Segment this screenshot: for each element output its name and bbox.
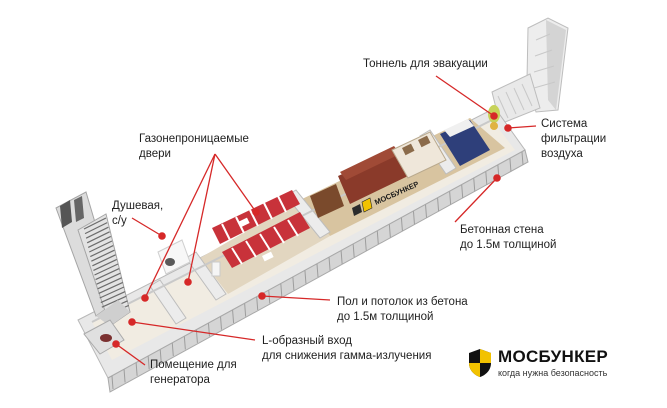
stair-step	[85, 226, 109, 239]
wall-pillar	[147, 356, 150, 370]
marker-generator	[112, 340, 120, 348]
stair-step	[98, 281, 124, 294]
bunk-beds	[212, 190, 310, 268]
wall-pillar	[328, 257, 331, 271]
wall-pillar	[171, 343, 174, 357]
wall-pillar	[364, 237, 367, 251]
wall-pillar	[352, 244, 355, 258]
stair-step	[100, 291, 126, 304]
stair-step	[95, 268, 120, 281]
label-generator-room: Помещение для генератора	[150, 359, 237, 386]
marker-door-3	[252, 208, 260, 216]
stair-step	[92, 254, 116, 267]
brand-tagline: когда нужна безопасность	[498, 368, 608, 378]
stair-step	[93, 258, 118, 271]
wall-pillar	[244, 303, 247, 317]
leader-lines	[115, 75, 537, 366]
wall-pillar	[111, 375, 114, 390]
stair-step	[90, 245, 114, 258]
wall-pillar	[425, 204, 428, 218]
stair-step	[88, 240, 113, 253]
wall-pillar	[123, 369, 126, 383]
wall-pillar	[509, 158, 512, 172]
stair-step	[94, 263, 119, 276]
wall-pillar	[521, 151, 524, 166]
marker-door-1	[184, 278, 192, 286]
wall-pillar	[159, 349, 162, 363]
wall-pillar	[280, 283, 283, 297]
wall-pillar	[485, 171, 488, 185]
label-l-entrance: L-образный вход для снижения гамма-излуч…	[262, 335, 432, 362]
wall-pillar	[437, 198, 440, 212]
wall-pillar	[232, 310, 235, 324]
marker-entrance	[128, 318, 136, 326]
wall-pillar	[449, 191, 452, 205]
wall-pillar	[400, 217, 403, 231]
label-gastight-doors: Газонепроницаемые двери	[139, 133, 249, 160]
wall-pillar	[256, 296, 259, 310]
wall-pillar	[220, 316, 223, 330]
shield-icon	[469, 349, 491, 377]
stair-step	[97, 277, 122, 290]
stair-step	[87, 235, 112, 248]
stair-step	[101, 295, 127, 308]
wall-pillar	[304, 270, 307, 284]
wall-pillar	[207, 323, 210, 337]
stair-step	[86, 231, 110, 244]
brand-logo: МОСБУНКЕР когда нужна безопасность	[468, 346, 658, 386]
label-shower-wc: Душевая, с/у	[112, 200, 164, 227]
wall-pillar	[135, 362, 138, 376]
marker-wall	[493, 174, 501, 182]
stair-step	[84, 222, 108, 235]
wall-pillar	[183, 336, 186, 350]
marker-filter	[504, 124, 512, 132]
wall-pillar	[376, 231, 379, 245]
evacuation-tunnel	[491, 17, 569, 125]
marker-door-2	[141, 294, 149, 302]
l-shaped-entrance	[55, 191, 131, 327]
stair-step	[83, 217, 107, 230]
markers	[112, 112, 512, 348]
wall-pillar	[388, 224, 391, 238]
wall-pillar	[461, 184, 464, 198]
label-air-filtration: Система фильтрации воздуха	[541, 118, 607, 160]
label-floor-ceiling: Пол и потолок из бетона до 1.5м толщиной	[337, 296, 468, 323]
shower-room	[157, 239, 221, 277]
stair-step	[99, 286, 125, 299]
living-area	[310, 105, 500, 218]
marker-floor	[258, 292, 266, 300]
brand-name: МОСБУНКЕР	[498, 347, 609, 366]
wall-pillar	[412, 211, 415, 225]
wall-pillar	[473, 178, 476, 192]
marker-shower	[158, 232, 166, 240]
marker-tunnel	[490, 112, 498, 120]
stair-step	[91, 249, 115, 262]
wall-pillar	[292, 277, 295, 291]
label-evacuation-tunnel: Тоннель для эвакуации	[363, 58, 488, 70]
stair-step	[96, 272, 121, 285]
label-concrete-wall: Бетонная стена до 1.5м толщиной	[460, 224, 557, 251]
wall-pillar	[316, 263, 319, 278]
wall-pillar	[340, 250, 343, 264]
